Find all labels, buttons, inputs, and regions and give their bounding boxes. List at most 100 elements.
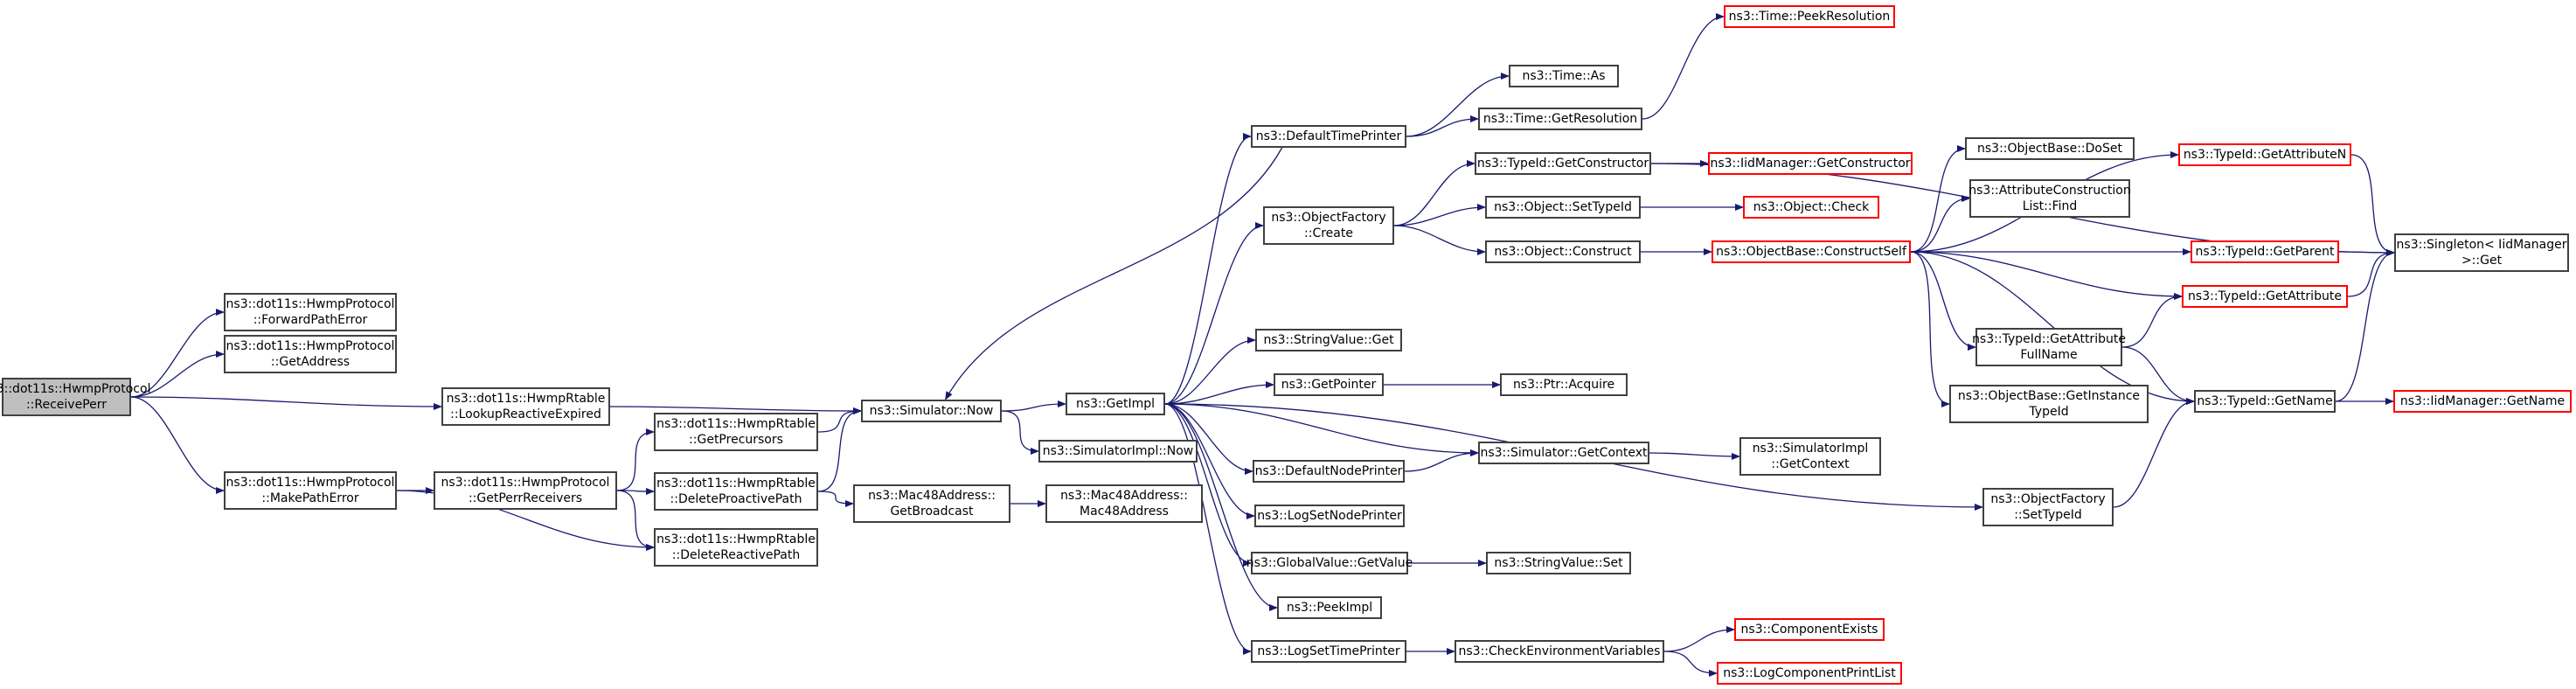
node-label-line: ns3::GetPointer [1281, 378, 1377, 392]
node-type-id-get-name[interactable]: ns3::TypeId::GetName [2194, 390, 2336, 413]
node-label-line: ::LookupReactiveExpired [450, 407, 601, 421]
node-object-construct[interactable]: ns3::Object::Construct [1485, 240, 1641, 263]
edge-object-factory-create-to-object-construct [1393, 225, 1486, 255]
node-label-line: ns3::IidManager::GetConstructor [1710, 157, 1911, 171]
node-string-value-get[interactable]: ns3::StringValue::Get [1255, 329, 1402, 351]
node-label-line: ::GetPrecursors [689, 433, 783, 447]
node-get-pointer[interactable]: ns3::GetPointer [1274, 373, 1384, 396]
node-label-line: ns3::CheckEnvironmentVariables [1458, 644, 1661, 658]
node-log-component-print-list[interactable]: ns3::LogComponentPrintList [1717, 662, 1902, 685]
node-type-id-get-parent[interactable]: ns3::TypeId::GetParent [2191, 240, 2339, 263]
node-log-set-node-printer[interactable]: ns3::LogSetNodePrinter [1254, 505, 1405, 527]
node-label-line: ::GetContext [1771, 457, 1850, 471]
node-sim-get-context[interactable]: ns3::Simulator::GetContext [1478, 442, 1649, 464]
node-default-node-printer[interactable]: ns3::DefaultNodePrinter [1253, 460, 1405, 483]
node-object-factory-set-type-id[interactable]: ns3::ObjectFactory::SetTypeId [1982, 488, 2114, 526]
node-label-line: FullName [2020, 348, 2078, 362]
node-get-address[interactable]: ns3::dot11s::HwmpProtocol::GetAddress [224, 335, 397, 373]
node-sim-impl-get-context[interactable]: ns3::SimulatorImpl::GetContext [1739, 437, 1881, 476]
node-check-env-vars[interactable]: ns3::CheckEnvironmentVariables [1455, 640, 1664, 663]
node-label-line: ns3::dot11s::HwmpProtocol [441, 476, 610, 490]
edge-delete-proactive-path-to-get-broadcast [817, 491, 854, 507]
node-root: ns3::dot11s::HwmpProtocol::ReceivePerr [0, 378, 150, 416]
node-label-line: >::Get [2461, 254, 2503, 268]
edge-lookup-reactive-expired-to-sim-now [609, 406, 862, 414]
node-get-perr-receivers[interactable]: ns3::dot11s::HwmpProtocol::GetPerrReceiv… [434, 471, 617, 510]
node-time-peek-resolution[interactable]: ns3::Time::PeekResolution [1724, 5, 1895, 28]
edge-get-impl-to-log-set-time-printer [1164, 403, 1252, 655]
node-string-value-set[interactable]: ns3::StringValue::Set [1486, 552, 1631, 574]
node-singleton-get[interactable]: ns3::Singleton< IidManager>::Get [2394, 233, 2569, 272]
edge-sim-get-context-to-sim-impl-get-context [1649, 452, 1740, 460]
node-time-get-resolution[interactable]: ns3::Time::GetResolution [1478, 108, 1642, 130]
node-label-line: ns3::Time::GetResolution [1482, 112, 1638, 126]
node-component-exists[interactable]: ns3::ComponentExists [1734, 618, 1885, 641]
node-fwd-path-error[interactable]: ns3::dot11s::HwmpProtocol::ForwardPathEr… [224, 293, 397, 331]
edge-construct-self-to-attr-construction-list-find [1910, 195, 1970, 253]
node-construct-self[interactable]: ns3::ObjectBase::ConstructSelf [1712, 240, 1911, 263]
node-object-factory-create[interactable]: ns3::ObjectFactory::Create [1263, 206, 1394, 245]
node-make-path-error[interactable]: ns3::dot11s::HwmpProtocol::MakePathError [224, 471, 397, 510]
node-label-line: ns3::ObjectFactory [1271, 211, 1386, 225]
node-log-set-time-printer[interactable]: ns3::LogSetTimePrinter [1251, 640, 1406, 663]
node-label-line: ns3::TypeId::GetParent [2195, 245, 2335, 259]
node-label-line: TypeId [2029, 405, 2069, 419]
node-label-line: ns3::TypeId::GetConstructor [1476, 157, 1649, 171]
node-lookup-reactive-expired[interactable]: ns3::dot11s::HwmpRtable::LookupReactiveE… [441, 387, 610, 426]
node-label-line: ns3::ObjectBase::ConstructSelf [1716, 245, 1906, 259]
node-label-line: ns3::LogSetNodePrinter [1257, 509, 1402, 523]
node-label-line: ns3::LogSetTimePrinter [1257, 644, 1400, 658]
node-sim-now[interactable]: ns3::Simulator::Now [861, 400, 1002, 422]
node-label-line: ns3::ObjectBase::DoSet [1977, 142, 2122, 156]
edge-default-node-printer-to-sim-get-context [1404, 449, 1479, 472]
node-get-precursors[interactable]: ns3::dot11s::HwmpRtable::GetPrecursors [654, 413, 818, 451]
edge-get-precursors-to-sim-now [817, 407, 862, 433]
edge-object-factory-create-to-object-set-type-id [1393, 204, 1486, 226]
edge-get-impl-to-sim-get-context [1164, 403, 1479, 456]
node-type-id-get-attribute-n[interactable]: ns3::TypeId::GetAttributeN [2178, 143, 2351, 166]
node-iid-mgr-get-constructor[interactable]: ns3::IidManager::GetConstructor [1708, 152, 1913, 175]
node-label-line: ns3::GlobalValue::GetValue [1246, 556, 1413, 570]
node-default-time-printer[interactable]: ns3::DefaultTimePrinter [1251, 125, 1406, 148]
node-type-id-get-constructor[interactable]: ns3::TypeId::GetConstructor [1475, 152, 1651, 175]
node-label-line: ns3::Mac48Address:: [1060, 489, 1188, 503]
node-time-as[interactable]: ns3::Time::As [1509, 65, 1619, 87]
node-ptr-acquire[interactable]: ns3::Ptr::Acquire [1500, 373, 1628, 396]
node-label-line: ns3::dot11s::HwmpRtable [656, 477, 816, 491]
node-object-set-type-id[interactable]: ns3::Object::SetTypeId [1485, 196, 1641, 219]
node-peek-impl[interactable]: ns3::PeekImpl [1277, 596, 1382, 619]
node-delete-proactive-path[interactable]: ns3::dot11s::HwmpRtable::DeleteProactive… [654, 472, 818, 511]
node-mac48-address[interactable]: ns3::Mac48Address::Mac48Address [1045, 484, 1203, 523]
node-label-line: ns3::SimulatorImpl [1752, 442, 1869, 456]
node-type-id-get-attribute[interactable]: ns3::TypeId::GetAttribute [2182, 285, 2348, 308]
edge-type-id-get-attribute-full-name-to-type-id-get-attribute [2121, 293, 2183, 348]
node-label-line: ns3::PeekImpl [1286, 601, 1373, 615]
node-label-line: ::MakePathError [261, 491, 359, 505]
node-label-line: ns3::Time::PeekResolution [1728, 10, 1891, 24]
node-label-line: ns3::ObjectBase::GetInstance [1957, 389, 2141, 403]
node-get-impl[interactable]: ns3::GetImpl [1066, 393, 1165, 415]
node-iid-mgr-get-name[interactable]: ns3::IidManager::GetName [2393, 390, 2572, 413]
node-label-line: ns3::DefaultNodePrinter [1254, 464, 1403, 478]
node-global-value-get-value[interactable]: ns3::GlobalValue::GetValue [1246, 552, 1413, 574]
node-label-line: ns3::Time::As [1522, 69, 1606, 83]
edge-check-env-vars-to-component-exists [1663, 626, 1735, 652]
node-object-check[interactable]: ns3::Object::Check [1743, 196, 1879, 219]
node-label-line: ns3::TypeId::GetAttribute [1972, 332, 2126, 346]
node-sim-impl-now[interactable]: ns3::SimulatorImpl::Now [1038, 440, 1198, 463]
node-object-base-do-set[interactable]: ns3::ObjectBase::DoSet [1965, 137, 2135, 160]
edge-default-time-printer-to-sim-now [945, 147, 1283, 400]
edge-get-perr-receivers-to-delete-reactive-path [616, 490, 655, 551]
edge-delete-proactive-path-to-sim-now [817, 407, 862, 492]
node-delete-reactive-path[interactable]: ns3::dot11s::HwmpRtable::DeleteReactiveP… [654, 528, 818, 567]
node-label-line: GetBroadcast [890, 505, 974, 518]
node-get-broadcast[interactable]: ns3::Mac48Address::GetBroadcast [853, 484, 1010, 523]
edge-construct-self-to-type-id-get-attribute [1910, 251, 2183, 300]
edge-type-id-get-attribute-n-to-singleton-get [2350, 154, 2395, 256]
node-label-line: List::Find [2022, 199, 2078, 213]
node-label-line: ns3::Simulator::Now [869, 404, 994, 418]
